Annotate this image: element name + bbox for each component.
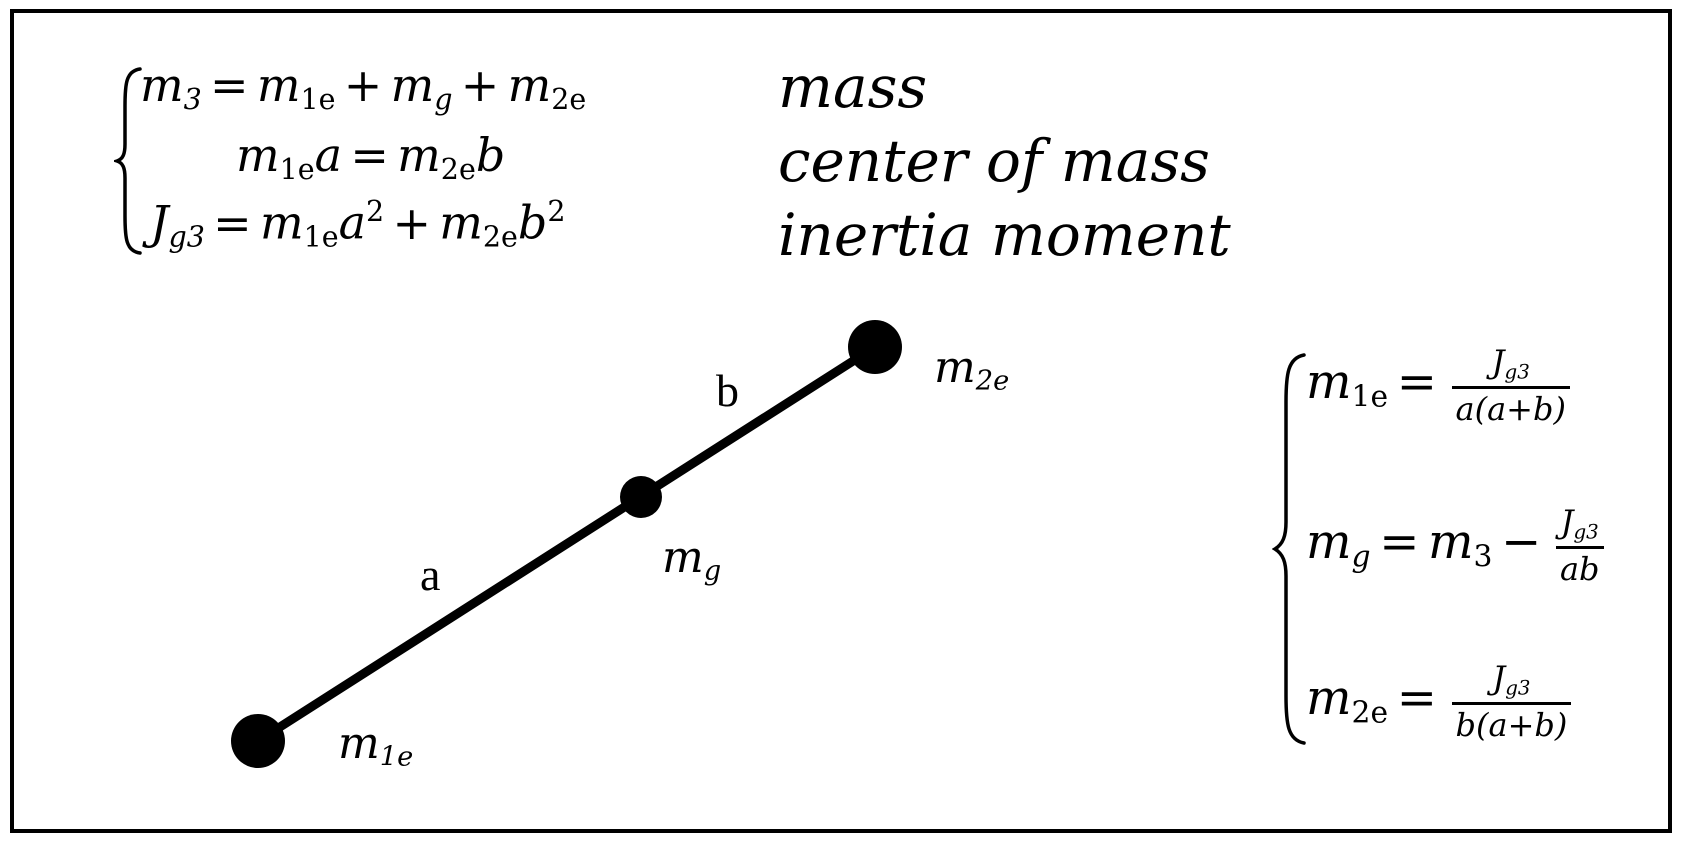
segment-b-label: b bbox=[716, 365, 739, 416]
subscript: g bbox=[703, 555, 722, 587]
subscript: 1e bbox=[279, 152, 315, 186]
mass-g-label: mg bbox=[662, 536, 721, 585]
subscript: g3 bbox=[1573, 520, 1599, 544]
symbol-b: b bbox=[517, 195, 548, 250]
symbol-m: m bbox=[934, 342, 976, 393]
symbol-m: m bbox=[1306, 514, 1352, 571]
exponent: 2 bbox=[366, 195, 385, 228]
symbol-m: m bbox=[338, 718, 380, 769]
label-mass: mass bbox=[778, 53, 928, 121]
subscript: 2e bbox=[975, 365, 1010, 397]
symbol-m: m bbox=[439, 195, 483, 250]
equals-sign: = bbox=[1379, 514, 1420, 571]
fraction-denominator: ab bbox=[1559, 550, 1600, 589]
subscript: 1e bbox=[379, 741, 414, 773]
symbol-m: m bbox=[256, 58, 301, 112]
rod-line bbox=[253, 342, 880, 746]
subscript: g3 bbox=[1504, 360, 1530, 384]
label-center-of-mass: center of mass bbox=[778, 127, 1210, 195]
equals-sign: = bbox=[350, 128, 389, 182]
equation-inertia-moment: Jg3=m1ea2+m2eb2 bbox=[150, 195, 566, 254]
minus-sign: − bbox=[1501, 514, 1542, 571]
symbol-m: m bbox=[140, 58, 184, 112]
symbol-m: m bbox=[1428, 514, 1474, 571]
symbol-m: m bbox=[259, 195, 304, 250]
fraction-numerator: Jg3 bbox=[1451, 659, 1572, 706]
subscript: 2e bbox=[440, 152, 476, 186]
fraction-denominator: a(a+b) bbox=[1455, 390, 1566, 429]
fraction-numerator: Jg3 bbox=[1451, 343, 1570, 390]
subscript: 1e bbox=[1351, 379, 1389, 415]
subscript: 2e bbox=[1351, 695, 1389, 731]
mass-2e-label: m2e bbox=[934, 346, 1009, 395]
symbol-j: J bbox=[150, 195, 169, 250]
symbol-a: a bbox=[338, 195, 367, 250]
subscript: 3 bbox=[1473, 539, 1493, 575]
equals-sign: = bbox=[210, 58, 249, 112]
subscript: g bbox=[434, 82, 453, 116]
symbol-m: m bbox=[662, 532, 704, 583]
subscript: 1e bbox=[300, 82, 336, 116]
plus-sign: + bbox=[392, 195, 431, 250]
equation-mass: m3=m1e+mg+m2e bbox=[140, 62, 586, 115]
diagram-frame bbox=[10, 9, 1672, 833]
mass-1e-dot bbox=[231, 714, 285, 768]
exponent: 2 bbox=[547, 195, 566, 228]
right-system-brace bbox=[1272, 353, 1306, 745]
symbol-m: m bbox=[1306, 670, 1352, 727]
fraction-denominator: b(a+b) bbox=[1455, 706, 1568, 745]
equals-sign: = bbox=[1396, 670, 1437, 727]
subscript: 2e bbox=[482, 220, 518, 254]
label-inertia-moment: inertia moment bbox=[778, 201, 1231, 269]
plus-sign: + bbox=[460, 58, 500, 112]
subscript: 2e bbox=[551, 82, 587, 116]
symbol-j: J bbox=[1491, 343, 1505, 381]
symbol-j: J bbox=[1492, 659, 1506, 697]
symbol-b: b bbox=[475, 128, 506, 182]
symbol-m: m bbox=[1306, 354, 1352, 411]
subscript: 1e bbox=[303, 220, 339, 254]
symbol-m: m bbox=[507, 58, 552, 112]
plus-sign: + bbox=[343, 58, 383, 112]
subscript: 3 bbox=[183, 82, 202, 116]
equals-sign: = bbox=[213, 195, 252, 250]
symbol-m: m bbox=[236, 128, 280, 182]
fraction-numerator: Jg3 bbox=[1555, 503, 1604, 550]
segment-a-label: a bbox=[420, 549, 441, 600]
subscript: g3 bbox=[1505, 676, 1531, 700]
equation-center-of-mass: m1ea=m2eb bbox=[236, 132, 505, 185]
mass-1e-label: m1e bbox=[338, 722, 413, 771]
symbol-a: a bbox=[314, 128, 343, 182]
subscript: g3 bbox=[168, 220, 205, 254]
symbol-m: m bbox=[390, 58, 435, 112]
subscript: g bbox=[1351, 539, 1371, 575]
mass-g-dot bbox=[620, 476, 662, 518]
symbol-m: m bbox=[397, 128, 441, 182]
mass-2e-dot bbox=[848, 320, 902, 374]
symbol-j: J bbox=[1560, 503, 1574, 541]
top-system-brace bbox=[114, 67, 142, 255]
equals-sign: = bbox=[1396, 354, 1437, 411]
